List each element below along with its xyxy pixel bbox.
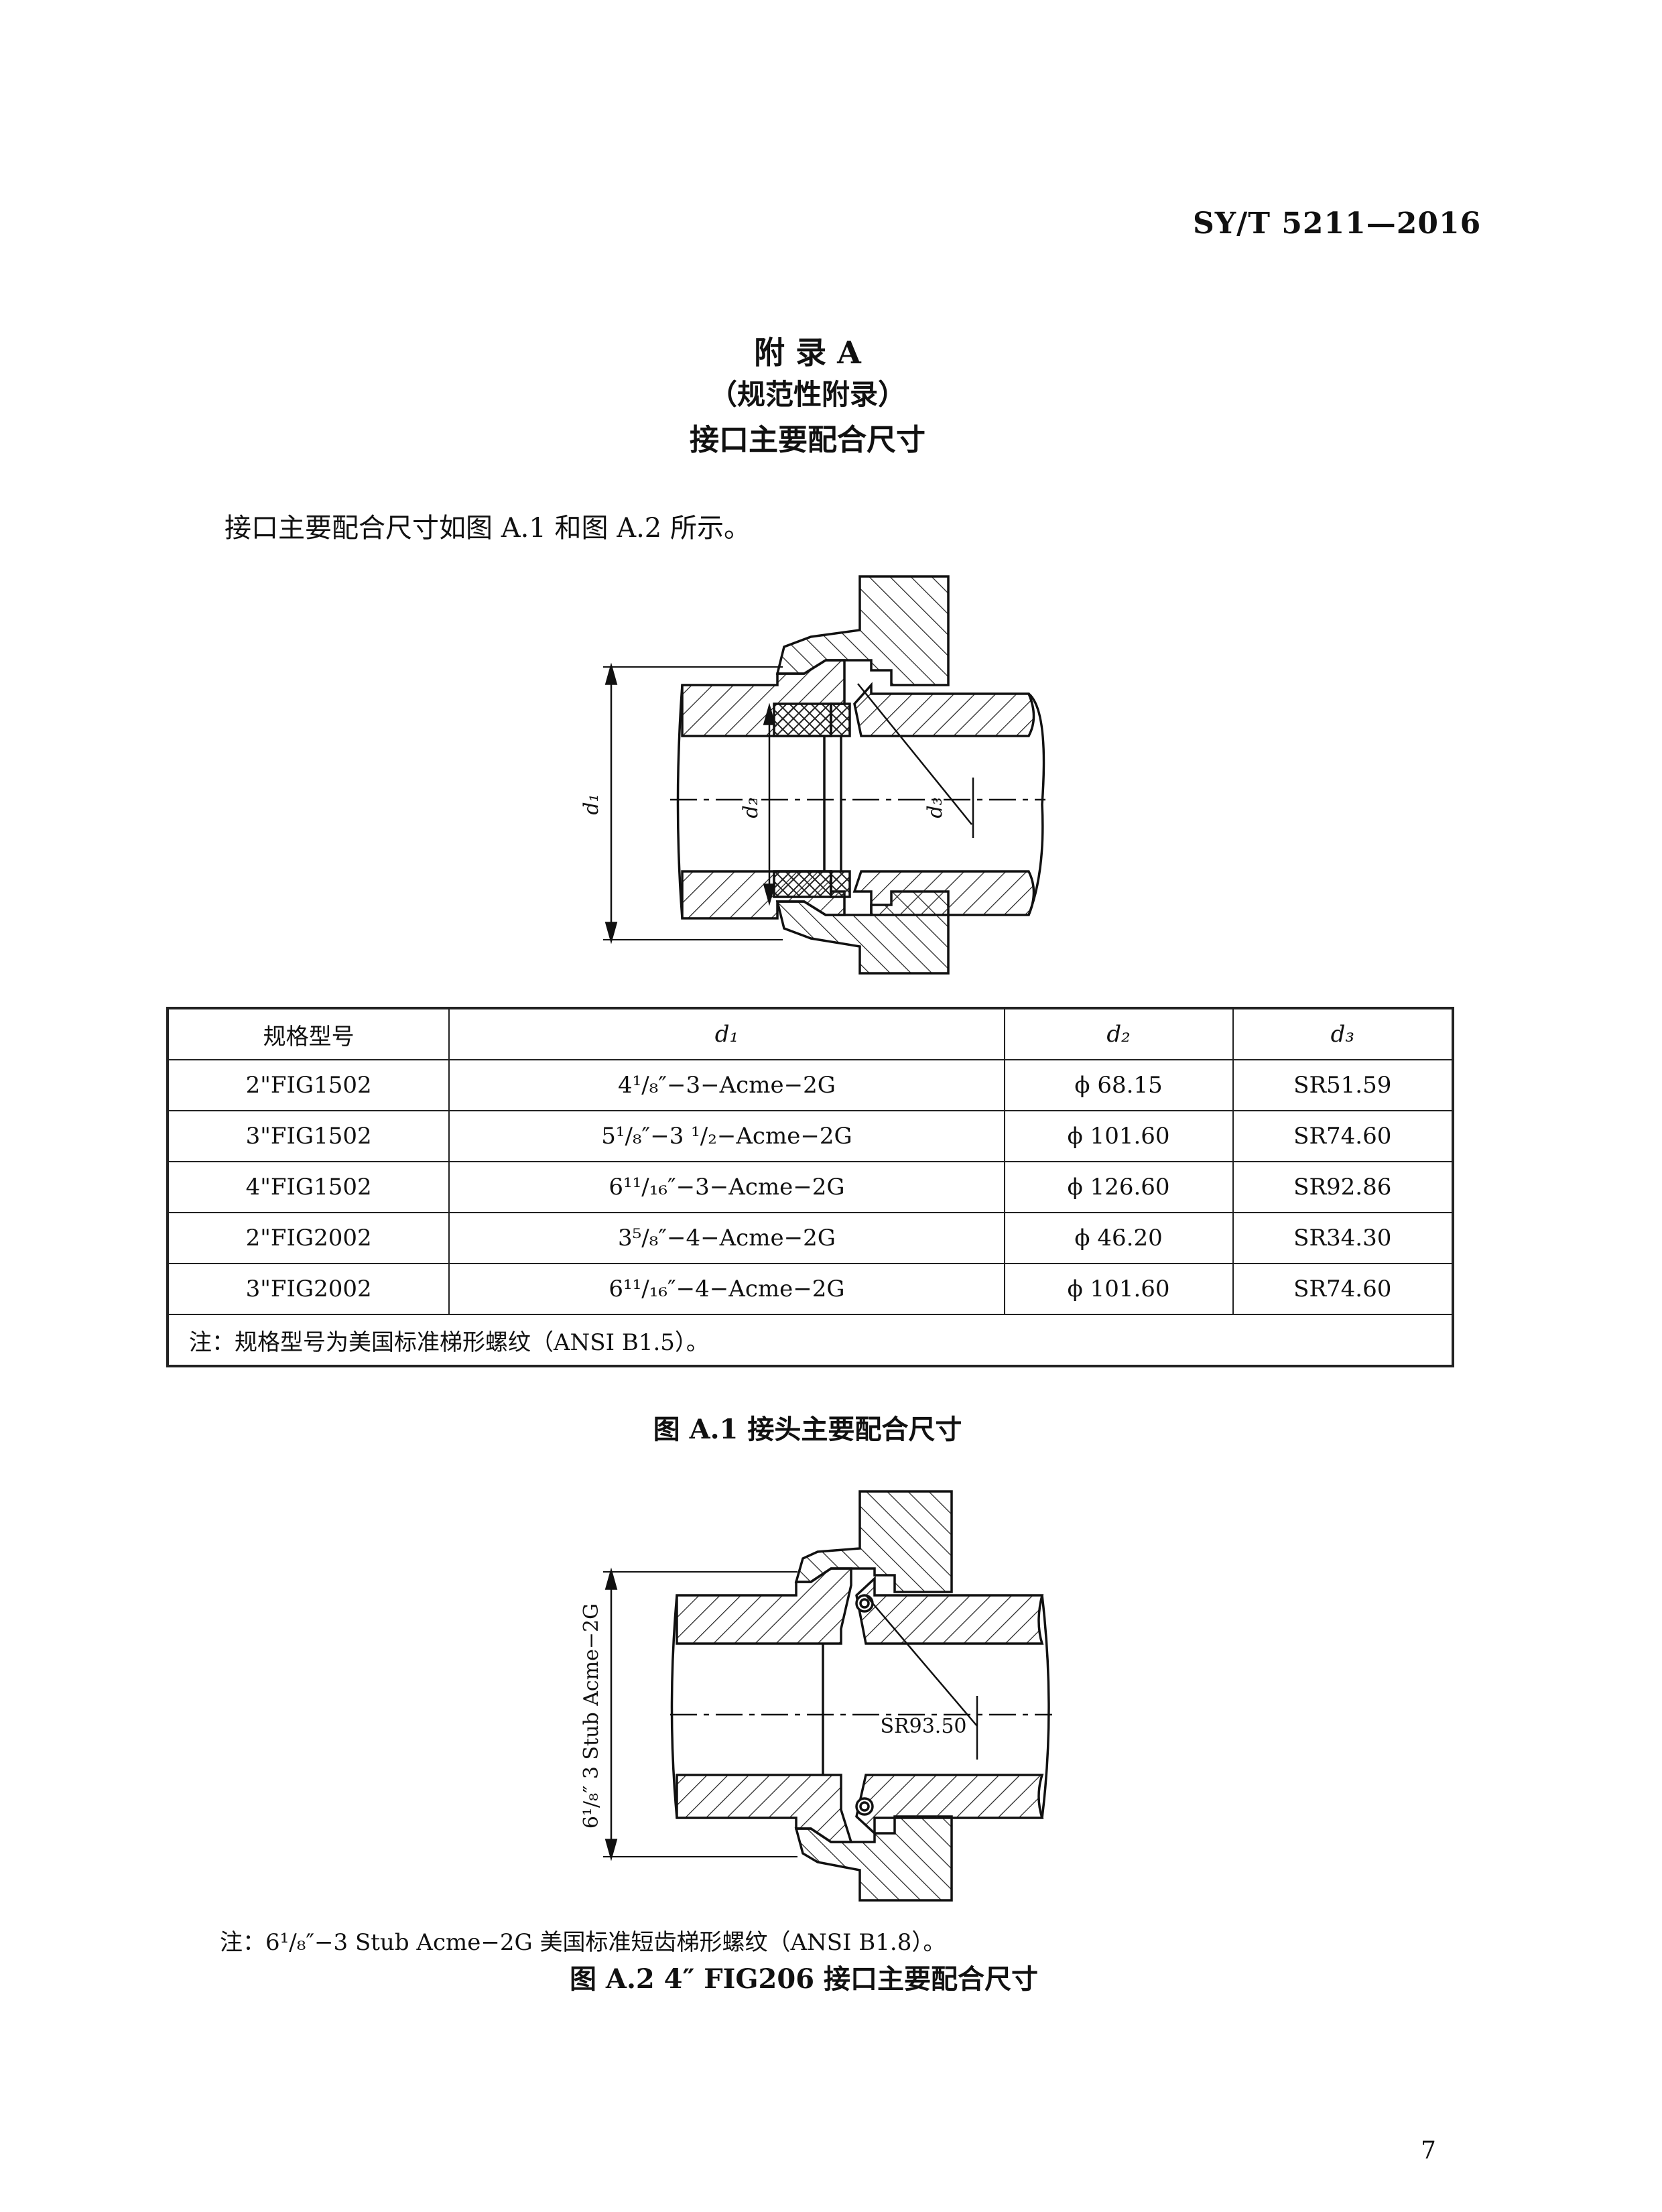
table-row: 3"FIG2002 6¹¹/₁₆″−4−Acme−2G ϕ 101.60 SR7… xyxy=(166,1263,1454,1315)
table-row: 2"FIG2002 3⁵/₈″−4−Acme−2G ϕ 46.20 SR34.3… xyxy=(166,1212,1454,1264)
appendix-subtitle: （规范性附录） xyxy=(708,378,906,411)
figure-a1-drawing xyxy=(603,575,1045,975)
d1-label: d₁ xyxy=(580,794,603,814)
radius-label: SR93.50 xyxy=(880,1715,966,1738)
cell-d1: 4¹/₈″−3−Acme−2G xyxy=(448,1059,1005,1111)
header-d3: d₃ xyxy=(1232,1007,1454,1060)
standard-code: SY/T 5211—2016 xyxy=(1193,206,1482,241)
page-number: 7 xyxy=(1421,2137,1436,2164)
spec-table: 规格型号 d₁ d₂ d₃ 2"FIG1502 4¹/₈″−3−Acme−2G … xyxy=(166,1007,1454,1367)
cell-d2: ϕ 126.60 xyxy=(1003,1161,1234,1213)
table-row: 3"FIG1502 5¹/₈″−3 ¹/₂−Acme−2G ϕ 101.60 S… xyxy=(166,1110,1454,1162)
appendix-heading: 接口主要配合尺寸 xyxy=(690,423,925,457)
cell-d1: 3⁵/₈″−4−Acme−2G xyxy=(448,1212,1005,1264)
table-header-row: 规格型号 d₁ d₂ d₃ xyxy=(166,1007,1454,1060)
cell-d1: 5¹/₈″−3 ¹/₂−Acme−2G xyxy=(448,1110,1005,1162)
cell-model: 3"FIG2002 xyxy=(166,1263,450,1315)
figure-a2-caption: 图 A.2 4″ FIG206 接口主要配合尺寸 xyxy=(570,1963,1038,1995)
cell-d1: 6¹¹/₁₆″−3−Acme−2G xyxy=(448,1161,1005,1213)
cell-d3: SR74.60 xyxy=(1232,1110,1454,1162)
cell-d2: ϕ 68.15 xyxy=(1003,1059,1234,1111)
cell-d3: SR51.59 xyxy=(1232,1059,1454,1111)
cell-model: 3"FIG1502 xyxy=(166,1110,450,1162)
header-model: 规格型号 xyxy=(166,1007,450,1060)
header-d1: d₁ xyxy=(448,1007,1005,1060)
cell-d2: ϕ 101.60 xyxy=(1003,1263,1234,1315)
table-row: 4"FIG1502 6¹¹/₁₆″−3−Acme−2G ϕ 126.60 SR9… xyxy=(166,1161,1454,1213)
cell-model: 2"FIG1502 xyxy=(166,1059,450,1111)
thread-dimension-label: 6¹/₈″ 3 Stub Acme−2G xyxy=(580,1603,603,1829)
intro-text: 接口主要配合尺寸如图 A.1 和图 A.2 所示。 xyxy=(225,513,751,544)
figure-a2-drawing xyxy=(603,1490,1052,1902)
header-d2: d₂ xyxy=(1003,1007,1234,1060)
table-note-row: 注：规格型号为美国标准梯形螺纹（ANSI B1.5）。 xyxy=(167,1314,1454,1367)
cell-d1: 6¹¹/₁₆″−4−Acme−2G xyxy=(448,1263,1005,1315)
appendix-title: 附 录 A xyxy=(754,334,861,371)
cell-d3: SR34.30 xyxy=(1232,1212,1454,1264)
d2-label: d₂ xyxy=(739,797,763,818)
cell-d3: SR92.86 xyxy=(1232,1161,1454,1213)
figure-a1-caption: 图 A.1 接头主要配合尺寸 xyxy=(653,1414,962,1445)
cell-d3: SR74.60 xyxy=(1232,1263,1454,1315)
cell-model: 4"FIG1502 xyxy=(166,1161,450,1213)
cell-d2: ϕ 46.20 xyxy=(1003,1212,1234,1264)
cell-d2: ϕ 101.60 xyxy=(1003,1110,1234,1162)
d3-label: d₃ xyxy=(923,797,947,818)
cell-model: 2"FIG2002 xyxy=(166,1212,450,1264)
table-row: 2"FIG1502 4¹/₈″−3−Acme−2G ϕ 68.15 SR51.5… xyxy=(166,1059,1454,1111)
table-note: 注：规格型号为美国标准梯形螺纹（ANSI B1.5）。 xyxy=(167,1314,1454,1367)
figure-a2-note: 注：6¹/₈″−3 Stub Acme−2G 美国标准短齿梯形螺纹（ANSI B… xyxy=(220,1929,946,1956)
